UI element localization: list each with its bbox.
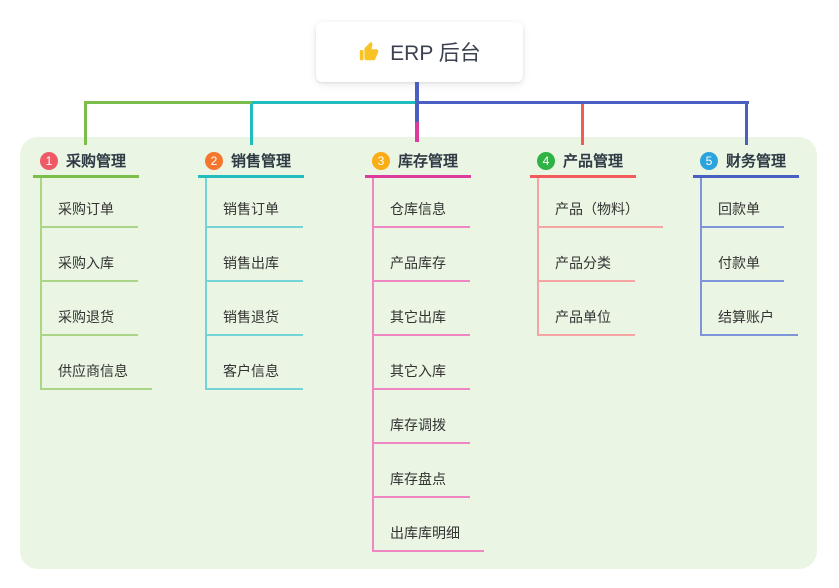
branch-product: 4 产品管理 产品（物料） 产品分类 产品单位 [530,146,663,336]
branch-items-purchase: 采购订单 采购入库 采购退货 供应商信息 [40,178,152,390]
connector-drop-product [581,101,584,145]
branch-items-inventory: 仓库信息 产品库存 其它出库 其它入库 库存调拨 库存盘点 出库库明细 [372,178,484,552]
branch-finance: 5 财务管理 回款单 付款单 结算账户 [693,146,799,336]
connector-drop-purchase [84,101,87,145]
connector-drop-sales [250,101,253,145]
branch-items-finance: 回款单 付款单 结算账户 [700,178,799,336]
node-item[interactable]: 其它入库 [374,336,470,390]
branch-title: 产品管理 [563,153,624,170]
node-item[interactable]: 销售订单 [207,178,303,228]
branch-title: 财务管理 [726,153,787,170]
node-item[interactable]: 采购退货 [42,282,138,336]
branch-header-sales[interactable]: 2 销售管理 [198,146,304,178]
node-item[interactable]: 出库库明细 [374,498,484,552]
branch-number-badge: 5 [700,151,718,170]
branch-sales: 2 销售管理 销售订单 销售出库 销售退货 客户信息 [198,146,304,390]
connector-horizontal-sales [252,101,417,104]
connector-drop-finance [745,101,748,145]
branch-purchase: 1 采购管理 采购订单 采购入库 采购退货 供应商信息 [33,146,152,390]
node-item[interactable]: 库存调拨 [374,390,470,444]
branch-number-badge: 3 [372,151,390,170]
branch-header-inventory[interactable]: 3 库存管理 [365,146,471,178]
node-item[interactable]: 供应商信息 [42,336,152,390]
branch-header-finance[interactable]: 5 财务管理 [693,146,799,178]
node-item[interactable]: 产品库存 [374,228,470,282]
node-item[interactable]: 结算账户 [702,282,798,336]
thumbs-up-icon [358,41,380,63]
branch-title: 库存管理 [398,153,459,170]
node-item[interactable]: 产品分类 [539,228,635,282]
branch-number-badge: 4 [537,151,555,170]
branch-number-badge: 2 [205,151,223,170]
node-item[interactable]: 采购入库 [42,228,138,282]
branch-number-badge: 1 [40,151,58,170]
node-item[interactable]: 其它出库 [374,282,470,336]
branch-header-purchase[interactable]: 1 采购管理 [33,146,139,178]
branch-title: 采购管理 [66,153,127,170]
branch-title: 销售管理 [231,153,292,170]
connector-horizontal-purchase [84,101,252,104]
node-item[interactable]: 销售出库 [207,228,303,282]
node-item[interactable]: 回款单 [702,178,784,228]
node-item[interactable]: 仓库信息 [374,178,470,228]
connector-horizontal-finance [417,101,749,104]
root-label: ERP 后台 [390,42,481,65]
branch-items-sales: 销售订单 销售出库 销售退货 客户信息 [205,178,304,390]
node-item[interactable]: 销售退货 [207,282,303,336]
branch-header-product[interactable]: 4 产品管理 [530,146,636,178]
node-item[interactable]: 付款单 [702,228,784,282]
node-item[interactable]: 库存盘点 [374,444,470,498]
branch-items-product: 产品（物料） 产品分类 产品单位 [537,178,663,336]
connector-root-stem [415,82,419,122]
node-item[interactable]: 客户信息 [207,336,303,390]
root-node[interactable]: ERP 后台 [316,22,523,82]
node-item[interactable]: 产品单位 [539,282,635,336]
node-item[interactable]: 产品（物料） [539,178,663,228]
node-item[interactable]: 采购订单 [42,178,138,228]
branch-inventory: 3 库存管理 仓库信息 产品库存 其它出库 其它入库 库存调拨 库存盘点 出库库… [365,146,484,552]
